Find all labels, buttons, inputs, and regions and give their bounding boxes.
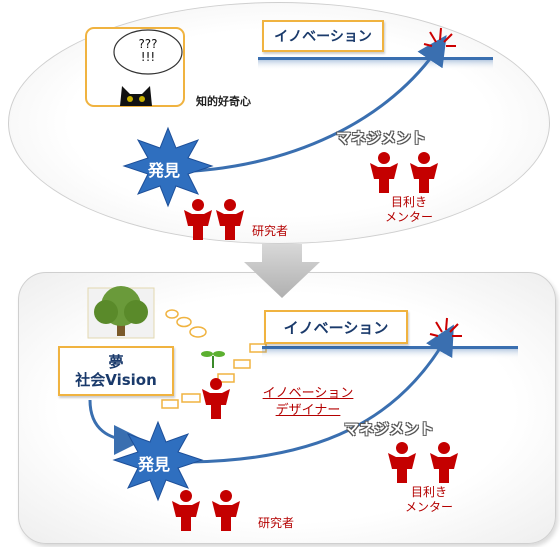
star-burst-icon (112, 420, 204, 502)
horizon-line (262, 346, 518, 349)
thought-question-marks: ??? (138, 37, 158, 51)
sprout-icon (201, 351, 225, 368)
mentor-line1: 目利き (410, 485, 447, 499)
thought-text: ??? !!! (128, 38, 168, 64)
researcher-label: 研究者 (258, 516, 295, 530)
down-arrow-icon (244, 244, 320, 298)
designer-line2: デザイナー (275, 403, 341, 418)
social-vision-label: 社会Vision (75, 371, 157, 389)
dream-vision-box: 夢 社会Vision (58, 346, 174, 396)
tree-icon (87, 286, 155, 339)
mentor-line2: メンター (384, 210, 433, 224)
curiosity-label: 知的好奇心 (196, 95, 251, 108)
innovation-designer-label: イノベーション デザイナー (246, 385, 370, 419)
mentor-line2: メンター (404, 500, 453, 514)
discovery-label: 発見 (138, 455, 171, 474)
mentor-line1: 目利き (390, 195, 427, 209)
innovation-box: イノベーション (262, 20, 384, 52)
mentor-label: 目利き メンター (376, 195, 442, 225)
innovation-box: イノベーション (264, 310, 408, 344)
growth-arrow (189, 324, 454, 464)
vision-arrow (88, 399, 144, 455)
researcher-label: 研究者 (252, 224, 289, 238)
horizon-line (258, 57, 493, 60)
thought-exclamation-marks: !!! (140, 50, 156, 64)
staircase (161, 343, 267, 409)
designer-line1: イノベーション (262, 386, 354, 401)
mentor-label: 目利き メンター (396, 485, 462, 515)
thought-trail (165, 309, 207, 338)
person-icon (184, 199, 244, 240)
innovation-label: イノベーション (283, 318, 389, 337)
thought-bubble-icon (85, 27, 185, 107)
star-burst-icon (122, 126, 214, 208)
management-label: マネジメント (344, 420, 435, 438)
management-label: マネジメント (336, 129, 427, 147)
growth-arrow (169, 35, 447, 174)
person-icon (388, 442, 458, 483)
cat-icon (120, 86, 152, 106)
innovation-label: イノベーション (274, 29, 372, 45)
dream-label: 夢 (108, 353, 124, 371)
person-icon (202, 378, 230, 419)
flag-burst-icon (423, 27, 456, 47)
person-icon (172, 490, 240, 531)
discovery-label: 発見 (148, 161, 181, 180)
flag-burst-icon (429, 317, 462, 337)
person-icon (370, 152, 438, 193)
